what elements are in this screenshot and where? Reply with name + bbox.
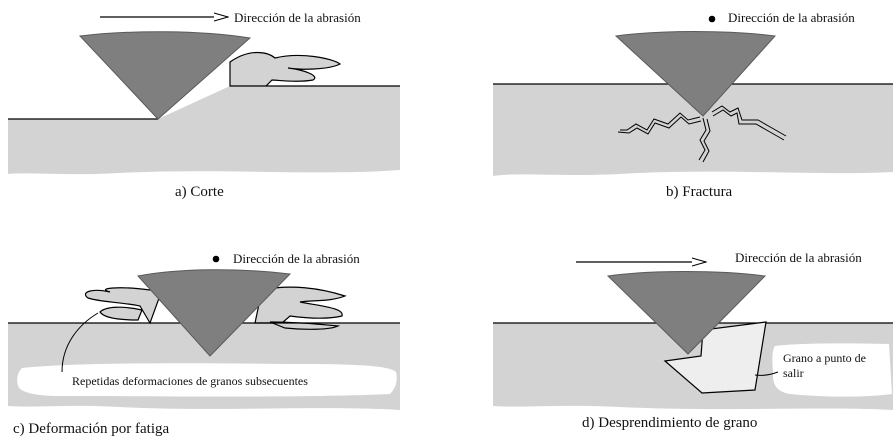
crack-right bbox=[711, 105, 787, 137]
direction-label: Dirección de la abrasión bbox=[234, 10, 361, 25]
panel-caption: a) Corte bbox=[175, 184, 224, 200]
abrasive-grain bbox=[614, 31, 777, 117]
crack-right-offset bbox=[712, 109, 785, 141]
direction-label: Dirección de la abrasión bbox=[735, 250, 862, 265]
direction-dot-icon bbox=[708, 15, 716, 23]
crack-down-offset bbox=[702, 118, 711, 163]
crack-down bbox=[698, 117, 707, 161]
note-background bbox=[17, 363, 397, 397]
abrasive-grain bbox=[606, 271, 767, 355]
workpiece-surface bbox=[493, 84, 893, 176]
panel-c-deformacion: Dirección de la abrasión Repetidas defor… bbox=[8, 251, 400, 437]
workpiece-surface bbox=[8, 86, 400, 175]
direction-label: Dirección de la abrasión bbox=[233, 251, 360, 266]
surface-edge bbox=[8, 85, 400, 120]
panel-a-corte: Dirección de la abrasión a) Corte bbox=[8, 10, 400, 200]
left-ridge-fold bbox=[99, 306, 143, 321]
grain-note-line2: salir bbox=[783, 366, 804, 380]
panel-caption: b) Fractura bbox=[666, 184, 733, 200]
panel-caption: d) Desprendimiento de grano bbox=[582, 415, 757, 431]
grain-note-line1: Grano a punto de bbox=[783, 351, 866, 365]
direction-label: Dirección de la abrasión bbox=[728, 10, 855, 25]
left-ridge bbox=[84, 287, 163, 325]
right-ridge bbox=[254, 286, 347, 324]
fatigue-note: Repetidas deformaciones de granos subsec… bbox=[72, 374, 308, 388]
cut-chip bbox=[229, 51, 342, 87]
panel-caption: c) Deformación por fatiga bbox=[13, 421, 170, 437]
leader-line bbox=[754, 371, 779, 376]
direction-dot-icon bbox=[212, 255, 220, 263]
abrasive-grain bbox=[78, 31, 252, 120]
note-background bbox=[772, 343, 892, 397]
detaching-grain bbox=[663, 321, 767, 394]
crack-left-offset bbox=[617, 116, 702, 135]
abrasive-grain bbox=[137, 269, 292, 357]
panel-d-desprendimiento: Dirección de la abrasión Grano a punto d… bbox=[493, 250, 893, 431]
panel-b-fractura: Dirección de la abrasión b) Fractura bbox=[493, 10, 893, 200]
leader-line bbox=[61, 312, 99, 373]
crack-left bbox=[620, 112, 701, 131]
